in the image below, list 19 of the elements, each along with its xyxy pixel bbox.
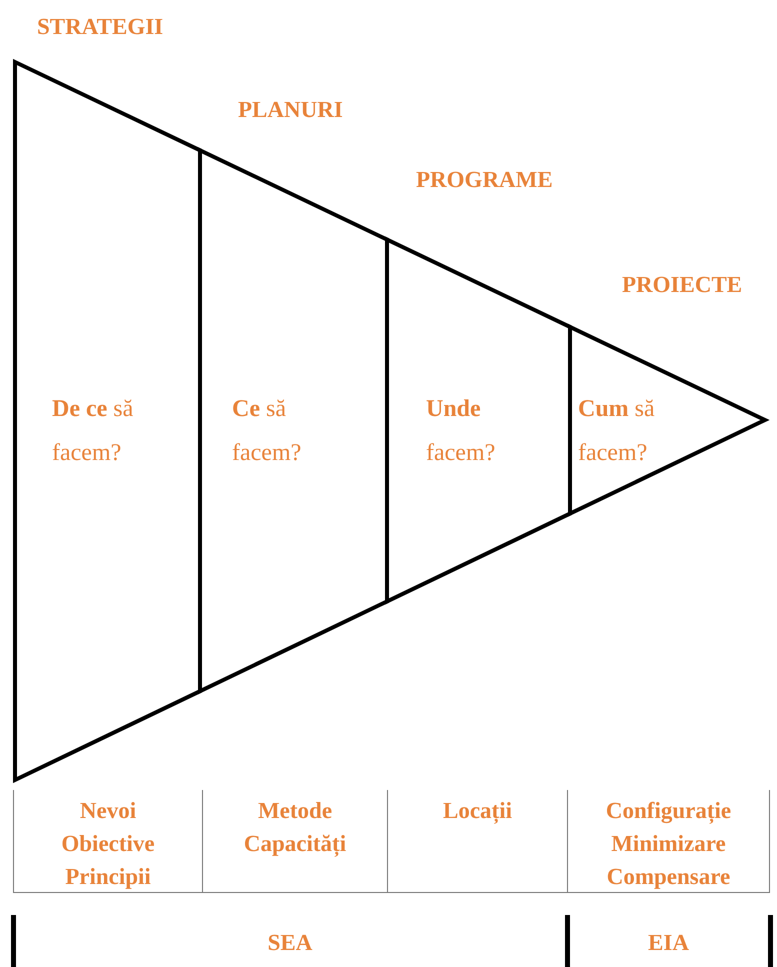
assessment-label: SEA <box>268 930 312 955</box>
assessment-label: EIA <box>648 930 689 955</box>
criterion-label: Configurație <box>604 797 732 826</box>
level-heading: PLANURI <box>238 97 343 123</box>
level-heading: STRATEGII <box>37 14 164 40</box>
question-text: De ce să facem? <box>52 395 134 468</box>
level-heading: PROGRAME <box>416 167 553 193</box>
criterion-label: Compensare <box>606 863 732 891</box>
criterion-label: Nevoi <box>78 797 138 825</box>
level-heading: PROIECTE <box>622 272 742 298</box>
criterion-label: Obiective <box>60 830 156 858</box>
question-text: Ce să facem? <box>232 395 302 468</box>
criterion-label: Minimizare <box>610 830 727 858</box>
criterion-label: Metode <box>256 797 334 825</box>
question-text: Unde facem? <box>426 395 496 468</box>
criterion-label: Principii <box>64 863 152 891</box>
criterion-label: Capacități <box>242 830 348 859</box>
question-text: Cum să facem? <box>578 395 656 468</box>
criterion-label: Locații <box>442 797 513 826</box>
